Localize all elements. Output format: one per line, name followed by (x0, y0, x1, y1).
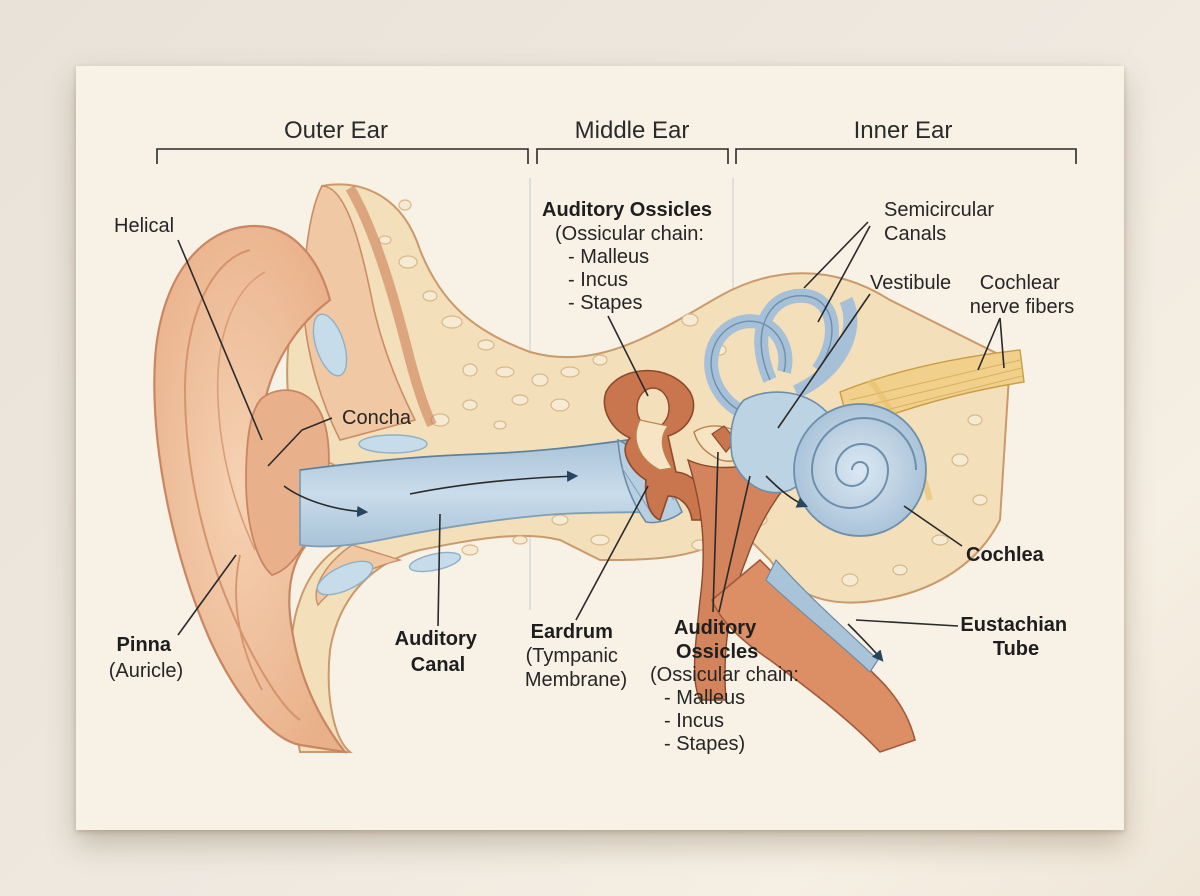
sound-arrow-1 (283, 485, 369, 518)
canal-tissue (302, 185, 462, 607)
canal-leader (437, 513, 441, 627)
ossicles-bottom-leader-1 (712, 451, 719, 613)
ossicles-bottom-leader-2 (718, 475, 751, 613)
inner-ear-bracket (735, 148, 1077, 164)
ossicles-top-label: Auditory Ossicles (Ossicular chain: - Ma… (542, 199, 717, 314)
concha-label: Concha (342, 407, 412, 429)
cochlea (765, 403, 927, 537)
concha-leader (267, 417, 333, 467)
eardrum-leader (575, 485, 649, 621)
nerve-leader-1 (977, 317, 1001, 371)
pinna-leader (177, 554, 237, 636)
helical-label: Helical (114, 215, 174, 237)
leader-lines (177, 221, 1005, 636)
eustachian-tube (711, 558, 916, 753)
outer-ear-bracket (156, 148, 529, 164)
eustachian-tube-label: Eustachian Tube (960, 614, 1071, 660)
tube-arrow (847, 623, 884, 662)
ossicles-top-leader (607, 315, 649, 397)
auditory-canal-label: Auditory Canal (395, 628, 482, 676)
outer-ear-header: Outer Ear (284, 117, 388, 144)
eardrum-label: Eardrum (Tympanic Membrane) (525, 621, 627, 691)
semicircular-leader-1 (803, 221, 869, 289)
inner-ear-header: Inner Ear (854, 117, 953, 144)
eustachian-leader (855, 619, 959, 627)
nerve-leader-2 (999, 317, 1005, 369)
middle-ear-header: Middle Ear (575, 117, 690, 144)
cochlear-nerve-label: Cochlear nerve fibers (970, 272, 1075, 318)
semicircular-canals-label: Semicircular Canals (884, 199, 998, 245)
middle-ear-bracket (536, 148, 729, 164)
ossicles-bottom-label: Auditory Ossicles (Ossicular chain: - Ma… (650, 617, 803, 755)
cochlea-arrow (765, 475, 809, 508)
semicircular-leader-2 (817, 225, 871, 323)
section-brackets (156, 148, 1077, 164)
vestibule-leader (777, 293, 871, 429)
cochlea-leader (903, 505, 963, 547)
pinna-label: Pinna (Auricle) (109, 634, 183, 682)
helical-leader (177, 239, 263, 441)
sound-arrow-2 (409, 470, 579, 495)
vestibule-label: Vestibule (870, 272, 951, 294)
cochlea-label: Cochlea (966, 544, 1045, 566)
semicircular-canals-outline (710, 295, 833, 413)
